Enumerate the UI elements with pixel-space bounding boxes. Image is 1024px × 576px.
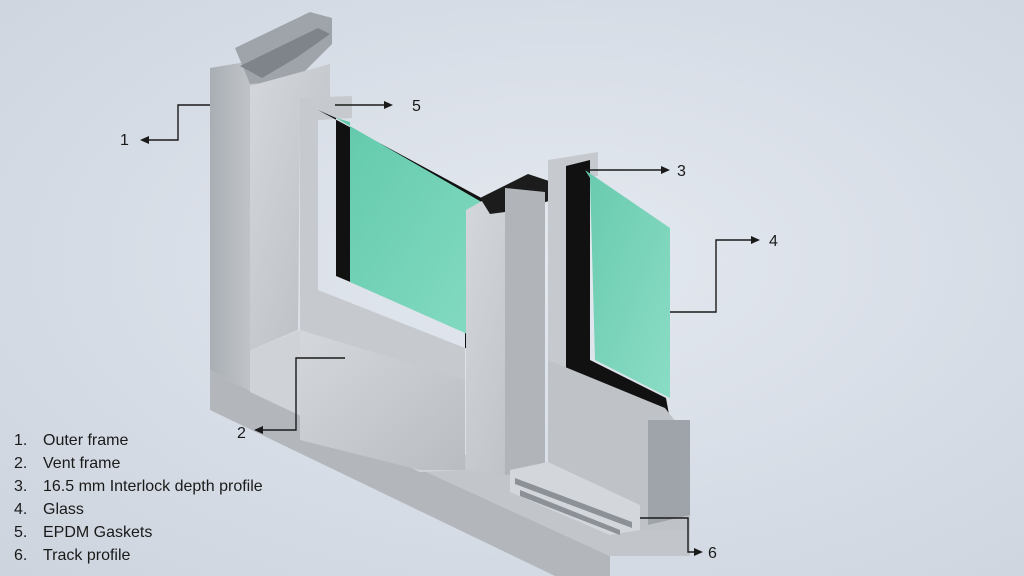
legend-item-number: 2. <box>14 455 28 472</box>
legend-item-text: Track profile <box>43 547 131 564</box>
arrowhead-2 <box>254 426 263 434</box>
legend-item: 6. Track profile <box>14 544 263 567</box>
arrowhead-4 <box>751 236 760 244</box>
callout-number-4: 4 <box>769 233 778 250</box>
legend-item-text: EPDM Gaskets <box>43 524 153 541</box>
track-profile <box>510 462 640 535</box>
legend-item-text: Vent frame <box>43 455 121 472</box>
interlock-profile <box>466 174 552 475</box>
leader-line-4 <box>670 239 752 313</box>
legend-item-number: 3. <box>14 478 28 495</box>
callout-number-3: 3 <box>677 163 686 180</box>
callout-number-2: 2 <box>237 425 246 442</box>
legend-item: 4. Glass <box>14 498 263 521</box>
legend-item-number: 5. <box>14 524 28 541</box>
left-vent <box>300 96 500 470</box>
leader-line-2 <box>262 357 345 431</box>
legend-item-text: 16.5 mm Interlock depth profile <box>43 478 263 495</box>
callout-number-1: 1 <box>120 132 129 149</box>
arrowhead-1 <box>140 136 149 144</box>
legend-item: 3. 16.5 mm Interlock depth profile <box>14 475 263 498</box>
legend-item-text: Glass <box>43 501 84 518</box>
arrowhead-6 <box>694 548 703 556</box>
leader-line-1 <box>148 104 210 141</box>
callout-number-6: 6 <box>708 545 717 562</box>
callout-arrowheads <box>140 101 760 556</box>
callout-leaders <box>148 104 752 553</box>
callout-number-5: 5 <box>412 98 421 115</box>
legend-item: 5. EPDM Gaskets <box>14 521 263 544</box>
arrowhead-3 <box>661 166 670 174</box>
arrowhead-5 <box>384 101 393 109</box>
parts-legend: 1. Outer frame 2. Vent frame 3. 16.5 mm Int… <box>14 429 263 567</box>
legend-item: 2. Vent frame <box>14 452 263 475</box>
legend-item-text: Outer frame <box>43 432 129 449</box>
legend-item: 1. Outer frame <box>14 429 263 452</box>
legend-item-number: 6. <box>14 547 28 564</box>
legend-item-number: 1. <box>14 432 28 449</box>
legend-item-number: 4. <box>14 501 28 518</box>
leader-line-6 <box>640 517 695 553</box>
